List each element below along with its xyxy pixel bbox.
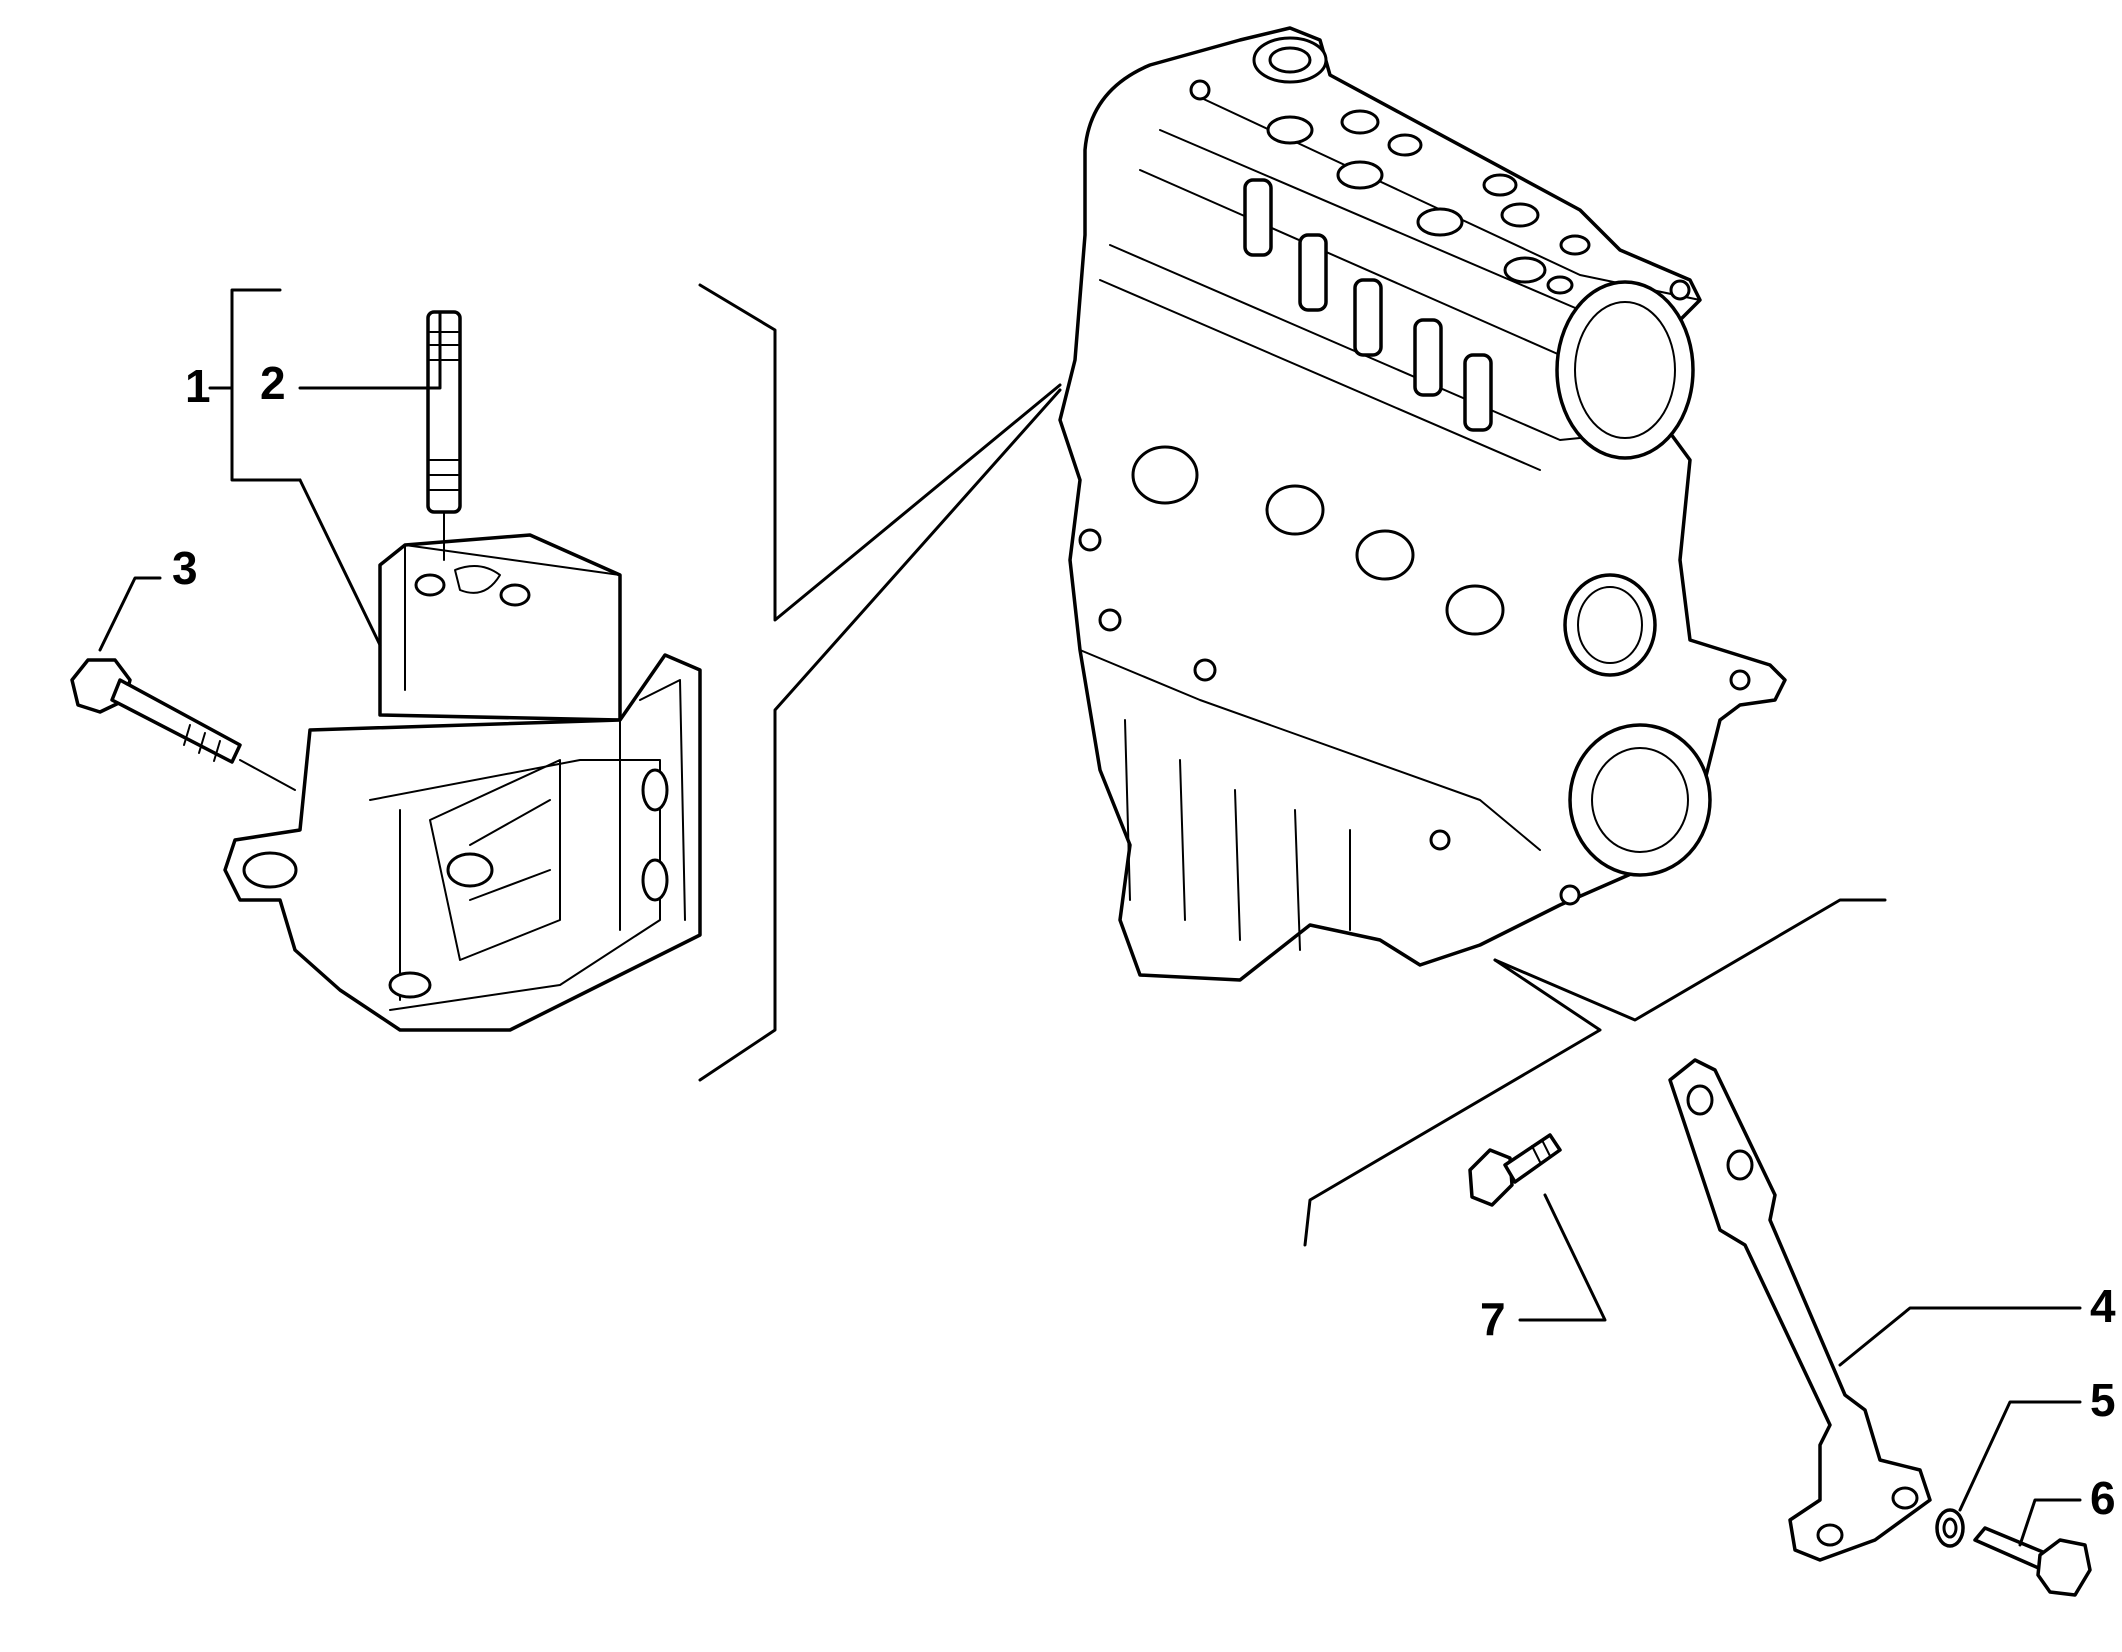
callout-3: 3 — [172, 542, 198, 594]
callout-6: 6 — [2090, 1472, 2116, 1524]
flange-bolt — [1468, 1133, 1562, 1207]
stud-bolt — [426, 310, 462, 561]
engine-block — [1058, 26, 1787, 982]
arm-bolt — [1973, 1526, 2092, 1597]
leader-lines — [98, 283, 2082, 1547]
washer — [1935, 1508, 1965, 1548]
callout-2: 2 — [260, 357, 286, 409]
support-arm-bracket — [1668, 1058, 1932, 1562]
engine-mount-bracket — [223, 533, 702, 1032]
callout-5: 5 — [2090, 1374, 2116, 1426]
callout-4: 4 — [2090, 1280, 2116, 1332]
callout-1: 1 — [185, 360, 211, 412]
mount-bolt — [70, 658, 296, 791]
callout-7: 7 — [1480, 1293, 1506, 1345]
